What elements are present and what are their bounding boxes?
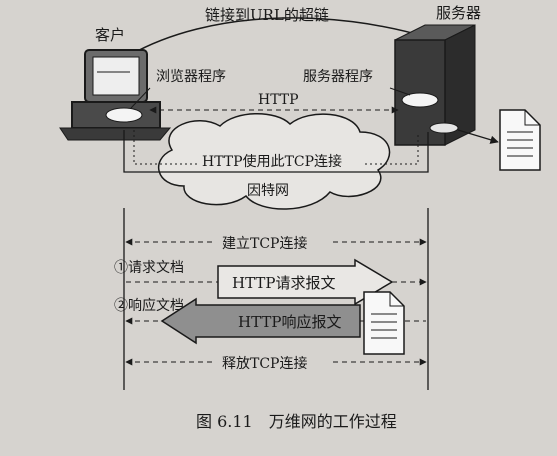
server-process-icon [401, 92, 439, 108]
tcp-connection-path: HTTP使用此TCP连接 [123, 130, 429, 173]
request-row: ①请求文档 HTTP请求报文 [114, 258, 427, 306]
http-link: HTTP [149, 92, 399, 114]
request-doc-label: ①请求文档 [114, 260, 184, 276]
response-row: ②响应文档 HTTP响应报文 [114, 291, 426, 355]
response-document-icon [363, 291, 405, 355]
tcp-usage-label: HTTP使用此TCP连接 [202, 153, 342, 170]
document-icon [499, 109, 541, 171]
establish-tcp-label: 建立TCP连接 [222, 235, 307, 252]
browser-process-icon [105, 107, 143, 123]
internet-label: 因特网 [247, 183, 289, 199]
browser-program-label: 浏览器程序 [156, 69, 226, 85]
http-label: HTTP [258, 92, 299, 108]
hyperlink-arc: 链接到URL的超链 [129, 6, 432, 56]
http-response-label: HTTP响应报文 [238, 313, 341, 331]
release-tcp-row: 释放TCP连接 [125, 351, 427, 373]
response-doc-label: ②响应文档 [114, 297, 184, 314]
http-request-label: HTTP请求报文 [232, 274, 335, 292]
release-tcp-label: 释放TCP连接 [222, 355, 307, 372]
disk-icon [429, 122, 459, 134]
figure-caption: 图 6.11 万维网的工作过程 [196, 412, 397, 431]
server-program-label: 服务器程序 [303, 69, 373, 85]
client-label: 客户 [95, 26, 125, 44]
establish-tcp-row: 建立TCP连接 [125, 231, 427, 253]
server-machine: 服务器 [394, 4, 481, 146]
server-label: 服务器 [436, 4, 481, 22]
client-computer: 客户 [59, 26, 172, 141]
http-response-box [160, 297, 361, 345]
hyperlink-label: 链接到URL的超链 [205, 6, 329, 24]
